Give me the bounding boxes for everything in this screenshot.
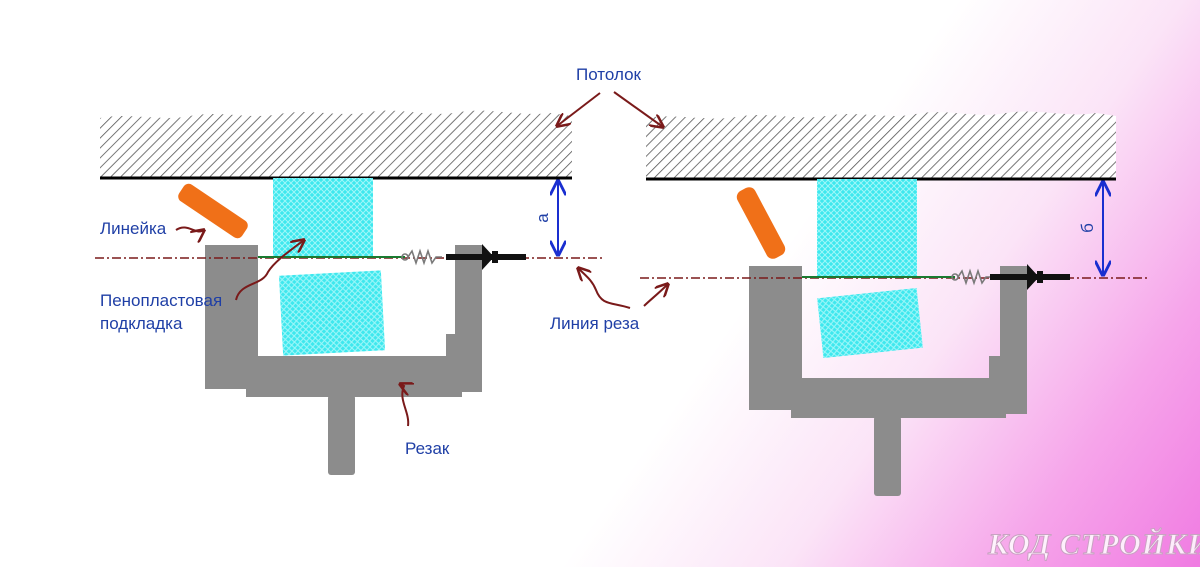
label-cutter: Резак xyxy=(405,439,450,458)
ruler-left xyxy=(178,183,248,239)
ceiling-right xyxy=(646,111,1116,179)
cutter-handle-right xyxy=(874,416,901,496)
spring-left xyxy=(401,248,442,266)
ruler-right xyxy=(736,187,786,259)
cut-line-arrow-left xyxy=(578,268,631,309)
ceiling-arrow-left xyxy=(557,92,601,126)
cut-line-arrow-right xyxy=(643,284,668,307)
label-dim-b: б xyxy=(1078,223,1097,233)
foam-piece-right xyxy=(817,287,923,359)
label-ceiling: Потолок xyxy=(576,65,642,84)
ruler-arrow xyxy=(175,226,204,231)
watermark: КОД СТРОЙКИ xyxy=(987,527,1200,561)
left-assembly xyxy=(95,110,605,475)
foam-pad-upper-right xyxy=(817,179,917,278)
label-foam-pad-2: подкладка xyxy=(100,314,183,333)
cutter-body-right xyxy=(749,266,1027,418)
ceiling-arrow-right xyxy=(613,91,663,127)
label-ruler: Линейка xyxy=(100,219,167,238)
screw-left xyxy=(446,244,526,270)
spring-right xyxy=(951,268,992,286)
foam-pad-arrow xyxy=(235,240,304,301)
cutter-body-left xyxy=(205,245,482,397)
label-dim-a: а xyxy=(533,213,552,223)
cutter-arrow xyxy=(400,384,408,427)
callout-arrows xyxy=(175,91,668,427)
ceiling-left xyxy=(100,110,572,178)
cutter-handle-left xyxy=(328,395,355,475)
right-assembly xyxy=(640,111,1148,496)
foam-piece-left xyxy=(278,270,386,356)
screw-right xyxy=(990,264,1070,290)
label-foam-pad-1: Пенопластовая xyxy=(100,291,222,310)
foam-pad-upper-left xyxy=(273,178,373,258)
label-cut-line: Линия реза xyxy=(550,314,640,333)
